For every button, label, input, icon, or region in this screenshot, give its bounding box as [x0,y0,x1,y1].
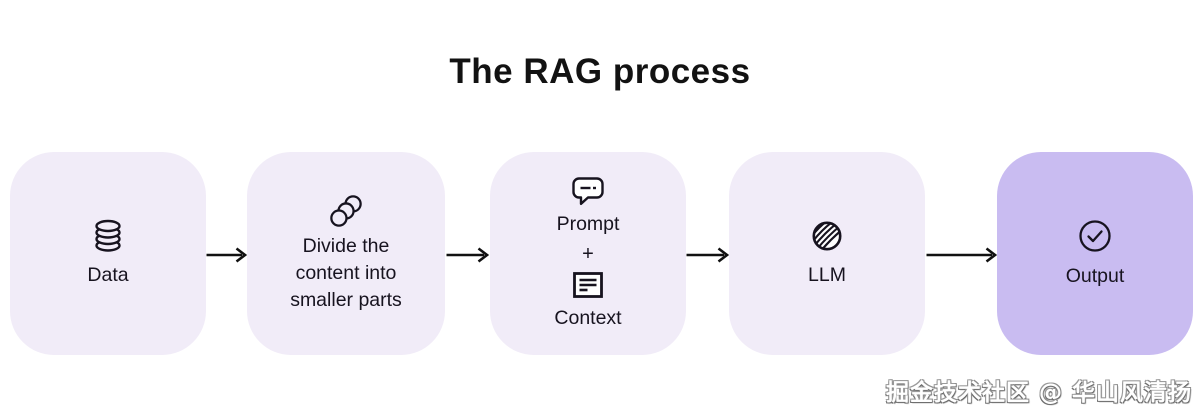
step-label-prompt: Prompt [556,213,620,235]
step-box-prompt-context: Prompt + Context [490,152,686,355]
step-box-output: Output [997,152,1193,355]
database-icon [95,219,121,252]
step-label-divide: Divide the content into smaller parts [290,234,402,311]
split-parts-icon [330,194,362,227]
chat-bubble-icon [572,177,604,205]
page-title: The RAG process [449,52,751,91]
step-label-llm: LLM [808,263,846,286]
step-label-data: Data [87,263,129,286]
flow-arrow-3 [686,247,729,263]
check-circle-icon [1079,219,1111,252]
step-label-output: Output [1065,264,1125,287]
step-box-data: Data [10,152,206,355]
step-box-divide: Divide the content into smaller parts [247,152,445,355]
document-icon [573,272,603,298]
step-box-llm: LLM [729,152,925,355]
flow-arrow-1 [206,247,247,263]
sphere-icon [812,221,842,250]
flow-arrow-2 [446,247,489,263]
plus-sign: + [582,243,594,265]
step-label-context: Context [554,307,622,329]
watermark-text: 掘金技术社区 @ 华山风清扬 [885,380,1192,406]
flow-arrow-4 [926,247,997,263]
